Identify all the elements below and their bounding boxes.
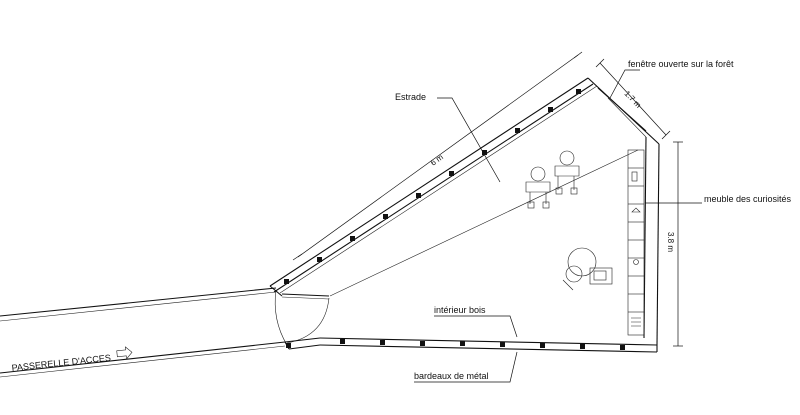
dimension-long-wall: 6 m [292,51,583,261]
estrade-edge [329,149,639,297]
person-at-table-icon [562,247,613,291]
dimension-right-wall: 3.8 m [666,141,683,347]
cabinet-of-curiosities [628,167,644,327]
person-seated-icon [554,150,580,195]
label-shingles-text: bardeaux de métal [414,371,489,381]
entrance-door [274,289,330,346]
label-cabinet-text: meuble des curiosités [704,194,792,204]
label-interior: intérieur bois [434,305,518,338]
bottom-wall [284,337,658,353]
label-interior-text: intérieur bois [434,305,486,315]
arrow-right-icon [116,346,133,360]
dimension-window-wall: 1.7 m [595,58,671,140]
window-wall [587,77,660,145]
access-walkway [0,287,286,378]
label-window-text: fenêtre ouverte sur la forêt [628,59,734,69]
label-shingles: bardeaux de métal [414,351,518,383]
label-window: fenêtre ouverte sur la forêt [609,59,734,99]
label-walkway-text: PASSERELLE D'ACCES [11,353,111,373]
diagonal-wall [269,77,598,297]
label-cabinet: meuble des curiosités [645,194,792,204]
right-wall [627,136,660,346]
label-estrade: Estrade [395,92,501,183]
person-seated-icon [525,166,551,209]
label-estrade-text: Estrade [395,92,426,102]
dimension-right-wall-label: 3.8 m [666,232,675,252]
dimension-long-wall-label: 6 m [429,152,445,167]
wall-posts [284,89,625,350]
